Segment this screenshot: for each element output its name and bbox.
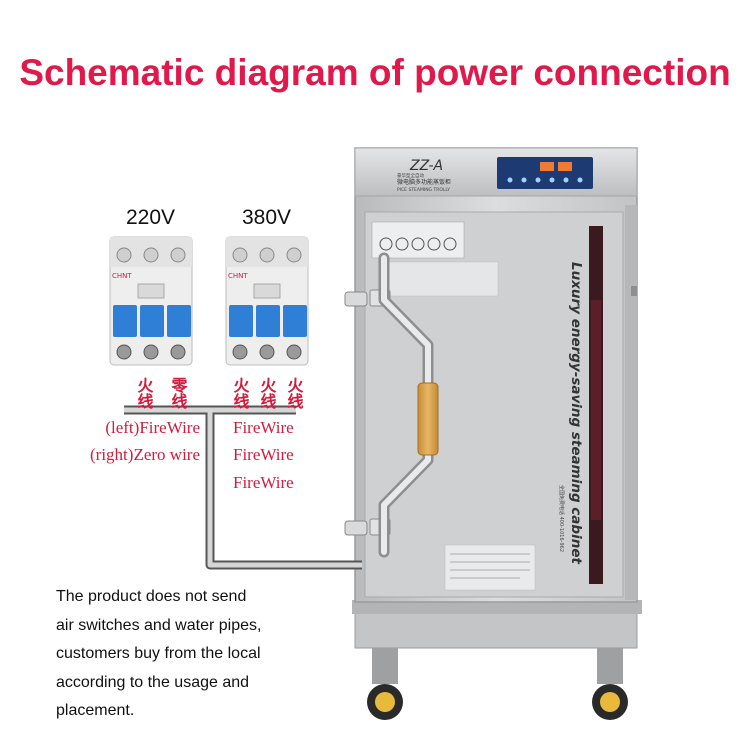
voltage-380-label: 380V	[242, 206, 292, 229]
cabinet-subtitle-cn: 微电脑多功能蒸饭柜	[397, 178, 451, 186]
note-line: customers buy from the local	[56, 645, 261, 662]
note-line: The product does not send	[56, 588, 247, 605]
power-cable	[124, 405, 362, 570]
voltage-220-label: 220V	[126, 206, 176, 229]
steaming-cabinet	[344, 147, 642, 720]
page-title: Schematic diagram of power connection	[19, 52, 731, 93]
note-line: air switches and water pipes,	[56, 616, 262, 634]
left-wire-2: (right)Zero wire	[90, 445, 200, 464]
note-line: according to the usage and	[56, 673, 250, 691]
wire-label-380-1: 火线	[231, 377, 250, 410]
wire-label-380-3: 火线	[285, 377, 304, 410]
cabinet-model: ZZ-A	[409, 158, 443, 174]
right-wire-1: FireWire	[233, 418, 294, 437]
cabinet-subtitle-small: 豪华型全自动	[397, 172, 424, 179]
cabinet-side-small: 全国免费电话 400-1016-962	[558, 485, 565, 552]
wire-label-220-2: 零线	[169, 377, 189, 410]
cabinet-subtitle-en: PICE STEAMING TROLLY	[397, 187, 450, 193]
right-wire-2: FireWire	[233, 445, 294, 464]
wire-label-220-1: 火线	[135, 377, 154, 410]
breaker-220v	[109, 236, 193, 366]
note-line: placement.	[56, 702, 135, 719]
wire-label-380-2: 火线	[258, 377, 277, 410]
left-wire-1: (left)FireWire	[105, 418, 200, 437]
cabinet-side-text: Luxury energy-saving steaming cabinet	[568, 262, 584, 564]
breaker-brand-380: CHNT	[228, 272, 248, 280]
breaker-380v	[225, 236, 309, 366]
breaker-brand-220: CHNT	[112, 272, 132, 280]
right-wire-3: FireWire	[233, 473, 294, 492]
product-note: The product does not send air switches a…	[56, 583, 356, 726]
